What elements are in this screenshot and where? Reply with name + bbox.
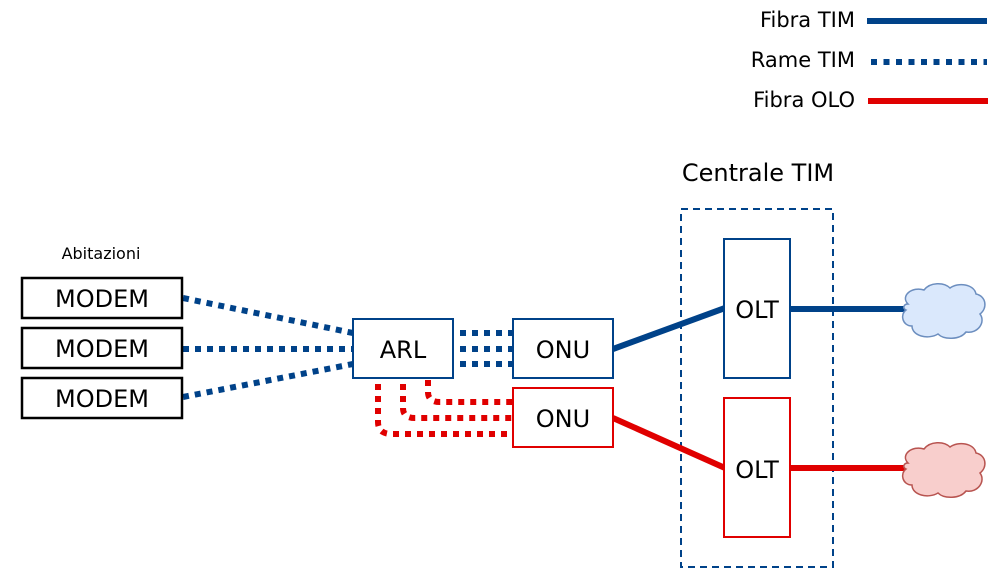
cloud-olo-icon <box>901 442 986 498</box>
legend-label-fibra-tim: Fibra TIM <box>760 8 855 32</box>
arl-label: ARL <box>380 336 427 364</box>
fiber-link-onu-olt-tim <box>611 305 727 352</box>
copper-link-arl-onu-olo-3 <box>375 384 513 437</box>
modem-2[interactable]: MODEM <box>20 326 184 370</box>
onu-tim-box <box>512 318 614 379</box>
onu-tim-label: ONU <box>536 336 590 364</box>
central-office-title: Centrale TIM <box>682 159 834 187</box>
modem-3-box <box>20 376 184 420</box>
legend-label-fibra-olo: Fibra OLO <box>753 88 855 112</box>
olt-olo-label: OLT <box>735 456 779 484</box>
olt-tim-node[interactable]: OLT <box>723 238 791 379</box>
modem-2-box <box>20 326 184 370</box>
legend-label-rame-tim: Rame TIM <box>751 48 855 72</box>
onu-olo-node[interactable]: ONU <box>512 387 614 448</box>
legend: Fibra TIM Rame TIM Fibra OLO <box>751 8 988 112</box>
onu-olo-label: ONU <box>536 405 590 433</box>
onu-olo-box <box>512 387 614 448</box>
modem-1-box <box>20 276 184 320</box>
copper-links-arl-onu-tim <box>460 330 513 367</box>
copper-link-modem1 <box>182 295 354 336</box>
modem-1-label: MODEM <box>55 285 149 313</box>
copper-links-arl-onu-olo <box>375 380 513 437</box>
modem-3[interactable]: MODEM <box>20 376 184 420</box>
arl-box <box>352 318 454 379</box>
olt-tim-box <box>723 238 791 379</box>
houses-label: Abitazioni <box>62 244 141 263</box>
copper-link-arl-onu-olo-1 <box>425 380 513 405</box>
copper-link-arl-onu-olo-2 <box>400 384 513 421</box>
modem-3-label: MODEM <box>55 385 149 413</box>
copper-links-modem-arl <box>182 295 354 400</box>
olt-olo-node[interactable]: OLT <box>723 397 791 538</box>
central-office-boundary <box>680 208 834 568</box>
onu-tim-node[interactable]: ONU <box>512 318 614 379</box>
modem-2-label: MODEM <box>55 335 149 363</box>
olt-olo-box <box>723 397 791 538</box>
copper-link-modem3 <box>182 361 354 400</box>
modem-1[interactable]: MODEM <box>20 276 184 320</box>
arl-node[interactable]: ARL <box>352 318 454 379</box>
cloud-tim-icon <box>901 283 986 339</box>
olt-tim-label: OLT <box>735 296 779 324</box>
fiber-link-onu-olt-olo <box>611 415 727 471</box>
